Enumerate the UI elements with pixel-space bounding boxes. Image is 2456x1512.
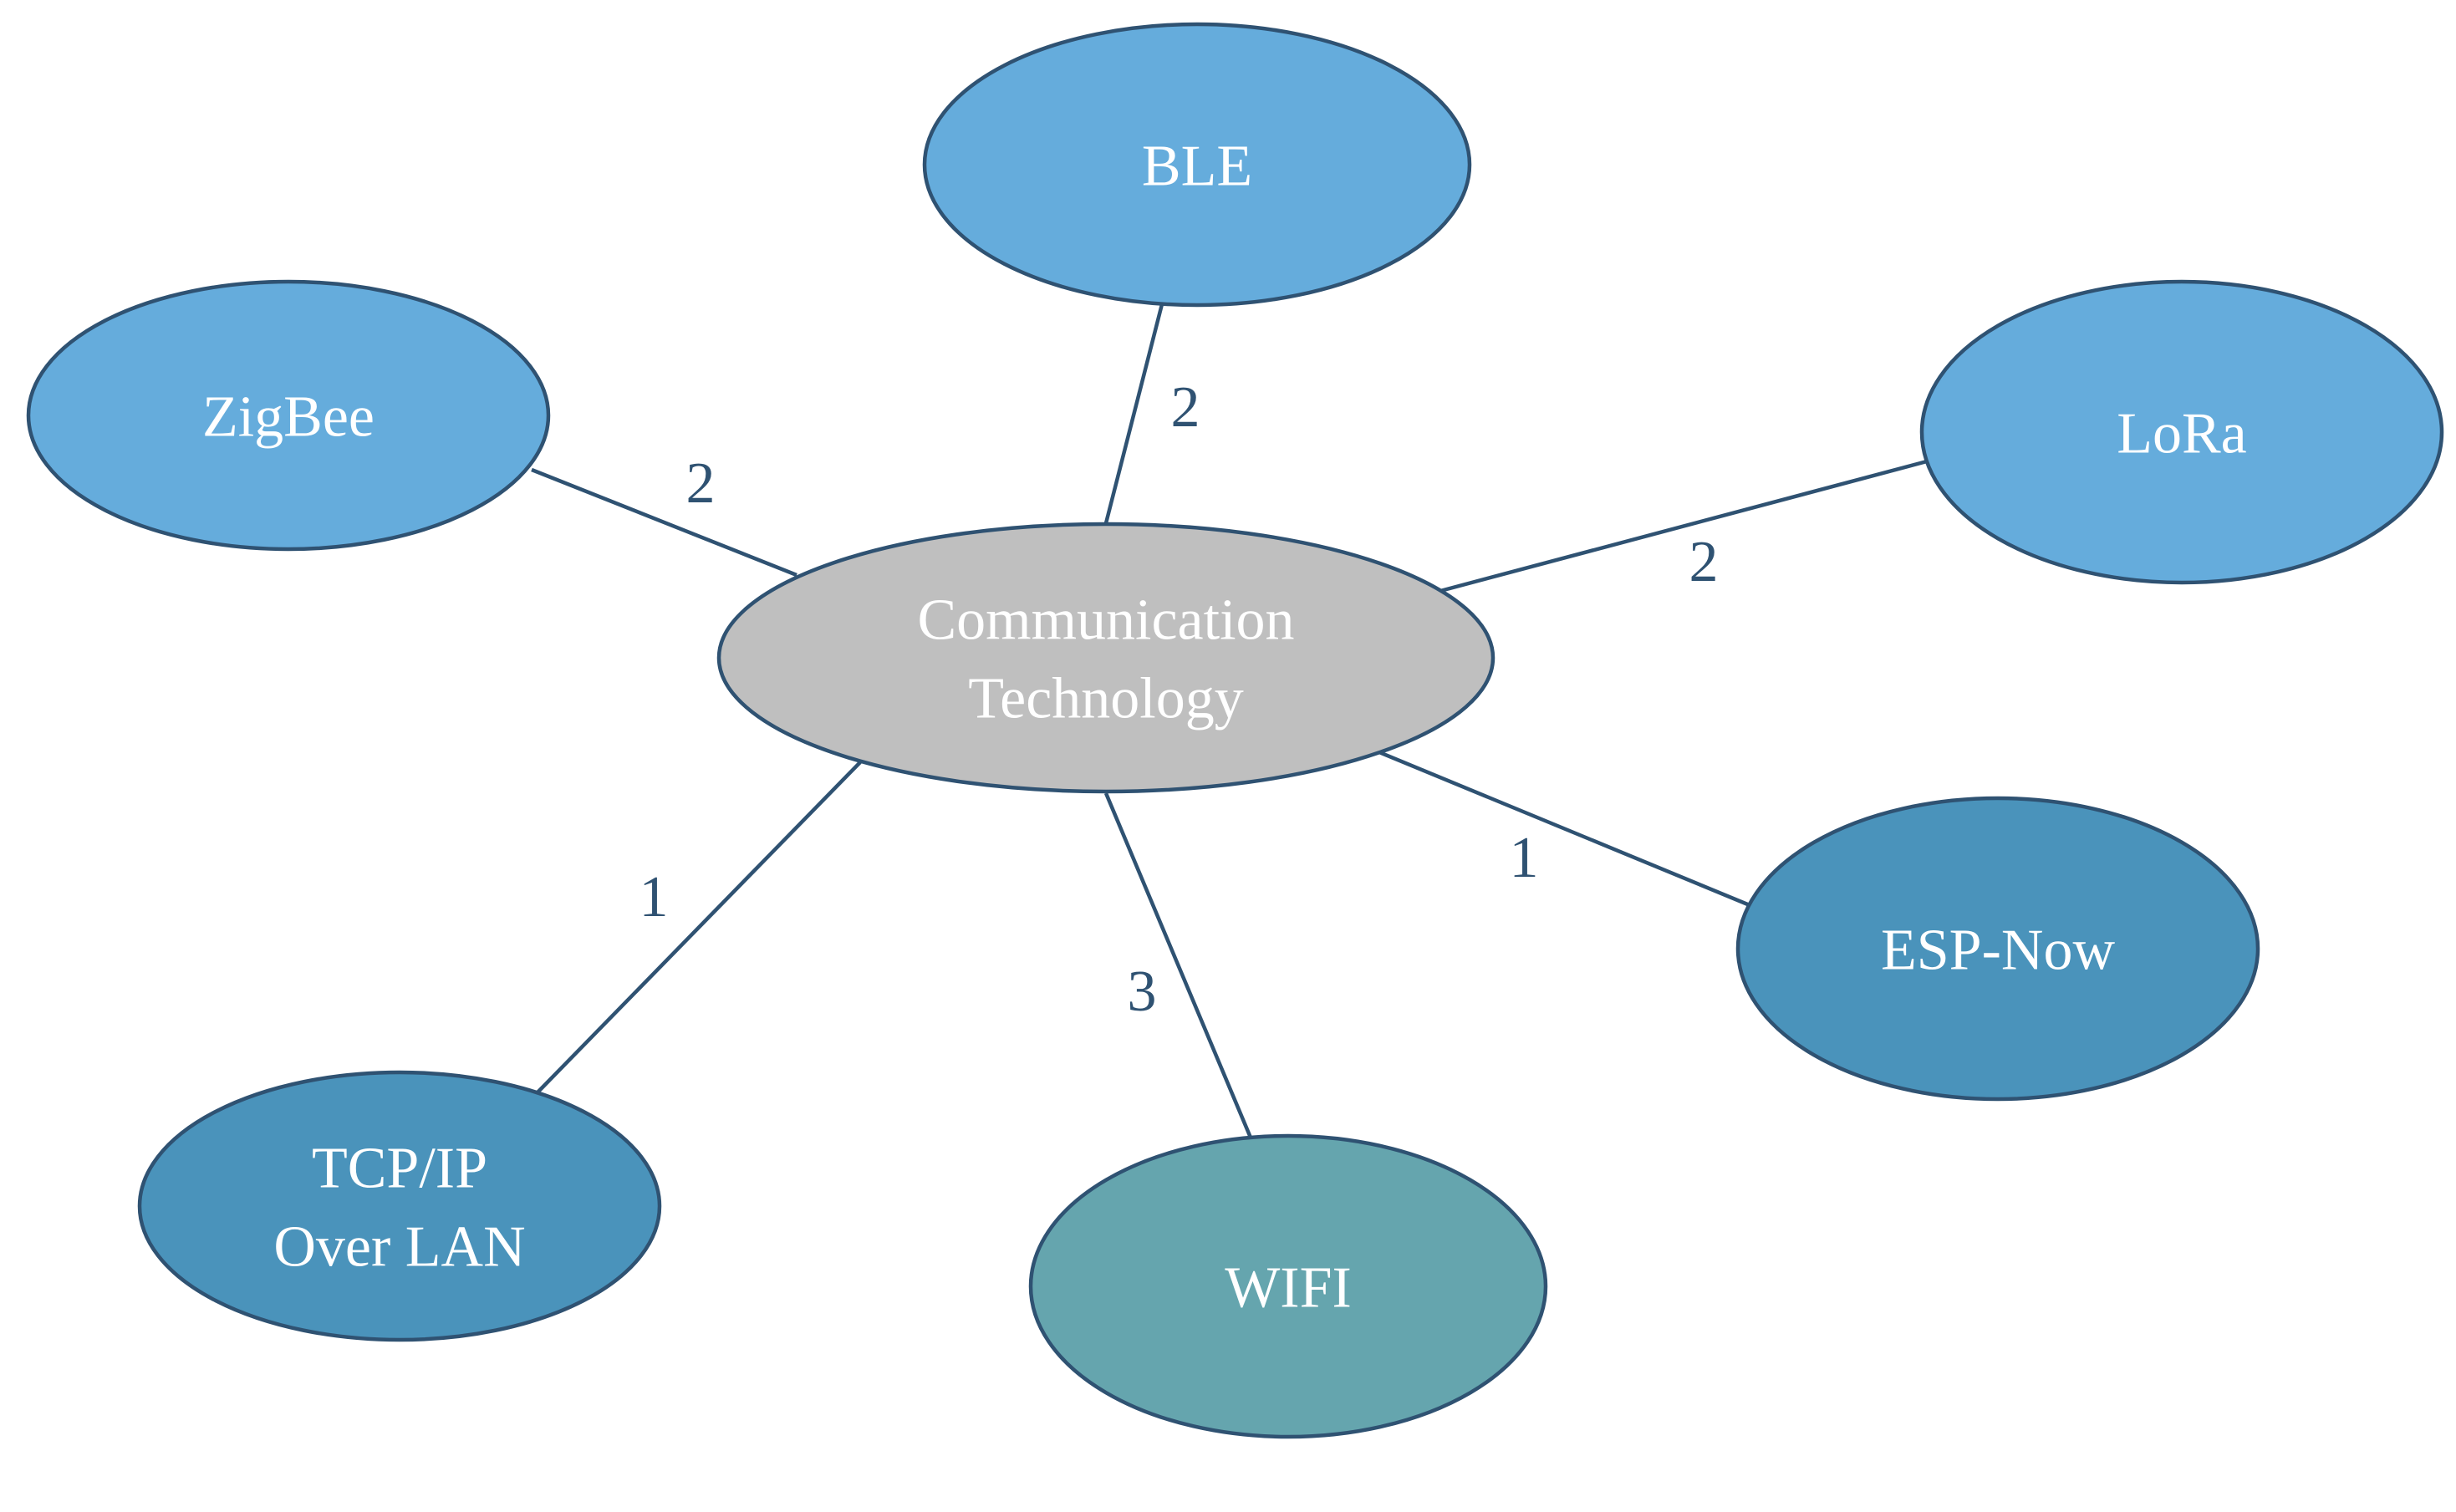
node-label-center-line-2: Technology <box>968 667 1243 731</box>
node-tcpip: TCP/IP Over LAN <box>137 1070 662 1342</box>
node-ellipse-wifi <box>1028 1133 1548 1439</box>
edge-line-espnow <box>1378 750 1750 908</box>
edge-line-ble <box>1103 303 1164 524</box>
edges-layer: 2 2 2 1 1 3 <box>531 303 1928 1138</box>
node-wifi: WIFI <box>1028 1133 1548 1439</box>
edge-label-tcpip: 1 <box>639 865 669 929</box>
node-espnow: ESP-Now <box>1735 796 2260 1102</box>
node-label-zigbee-line-1: ZigBee <box>202 385 375 450</box>
edge-label-ble: 2 <box>1171 375 1200 440</box>
node-zigbee: ZigBee <box>26 279 551 552</box>
edge-label-zigbee: 2 <box>686 451 716 516</box>
node-label-lora-line-1: LoRa <box>2117 402 2247 466</box>
node-label-center-line-1: Communication <box>917 588 1294 653</box>
node-label-ble-line-1: BLE <box>1142 135 1252 199</box>
edge-label-lora: 2 <box>1689 530 1719 594</box>
node-ellipse-ble <box>922 22 1472 308</box>
node-lora: LoRa <box>1919 279 2444 585</box>
node-label-tcpip-line-1: TCP/IP <box>312 1137 487 1201</box>
node-label-espnow-line-1: ESP-Now <box>1881 919 2115 983</box>
edge-line-zigbee <box>531 467 797 578</box>
edge-line-lora <box>1439 459 1928 593</box>
node-ellipse-tcpip <box>137 1070 662 1342</box>
edge-label-espnow: 1 <box>1510 826 1539 890</box>
node-ble: BLE <box>922 22 1472 308</box>
edge-line-tcpip <box>536 761 862 1094</box>
edge-line-wifi <box>1103 792 1253 1138</box>
node-label-tcpip-line-2: Over LAN <box>273 1215 525 1280</box>
node-label-wifi-line-1: WIFI <box>1225 1256 1352 1321</box>
node-ellipse-zigbee <box>26 279 551 552</box>
node-ellipse-center <box>716 522 1496 794</box>
node-ellipse-lora <box>1919 279 2444 585</box>
edge-label-wifi: 3 <box>1128 960 1157 1024</box>
node-ellipse-espnow <box>1735 796 2260 1102</box>
